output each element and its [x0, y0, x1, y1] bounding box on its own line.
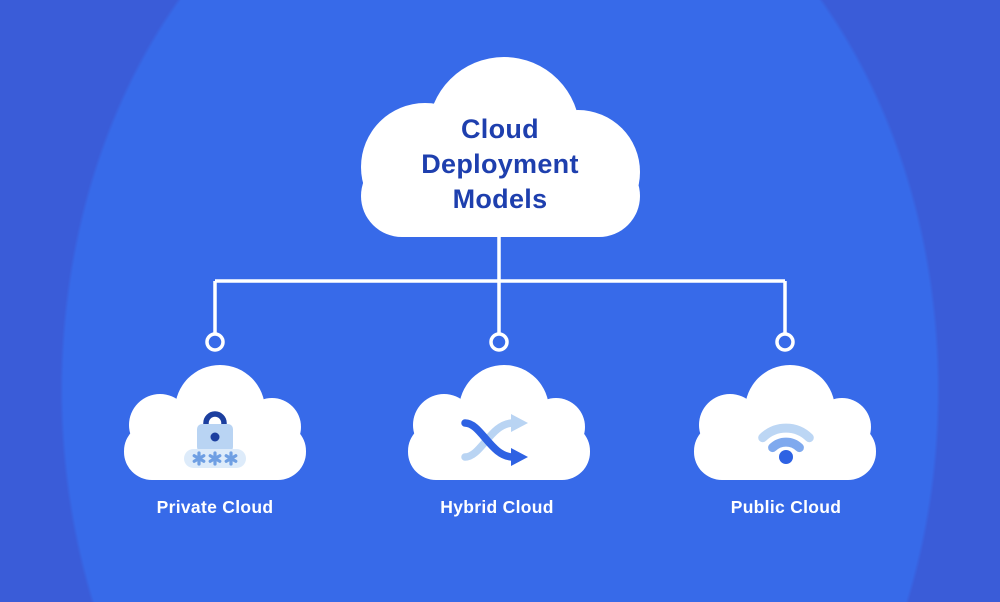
padlock-password-icon [184, 411, 246, 468]
public-cloud-label: Public Cloud [730, 497, 842, 517]
title-line: Models [452, 184, 548, 214]
wifi-icon [758, 423, 814, 464]
diagram-title: Cloud Deployment Models [350, 112, 650, 217]
connector-ring [775, 332, 795, 352]
shuffle-arrows-icon [461, 414, 528, 466]
hybrid-cloud-label: Hybrid Cloud [440, 497, 554, 517]
private-cloud-label: Private Cloud [156, 497, 274, 517]
title-line: Cloud [461, 114, 539, 144]
connector-lines [213, 235, 787, 334]
root-cloud-shape [361, 57, 640, 237]
hybrid-cloud-shape [408, 365, 590, 480]
connector-ring [489, 332, 509, 352]
connector-ring [205, 332, 225, 352]
title-line: Deployment [421, 149, 579, 179]
